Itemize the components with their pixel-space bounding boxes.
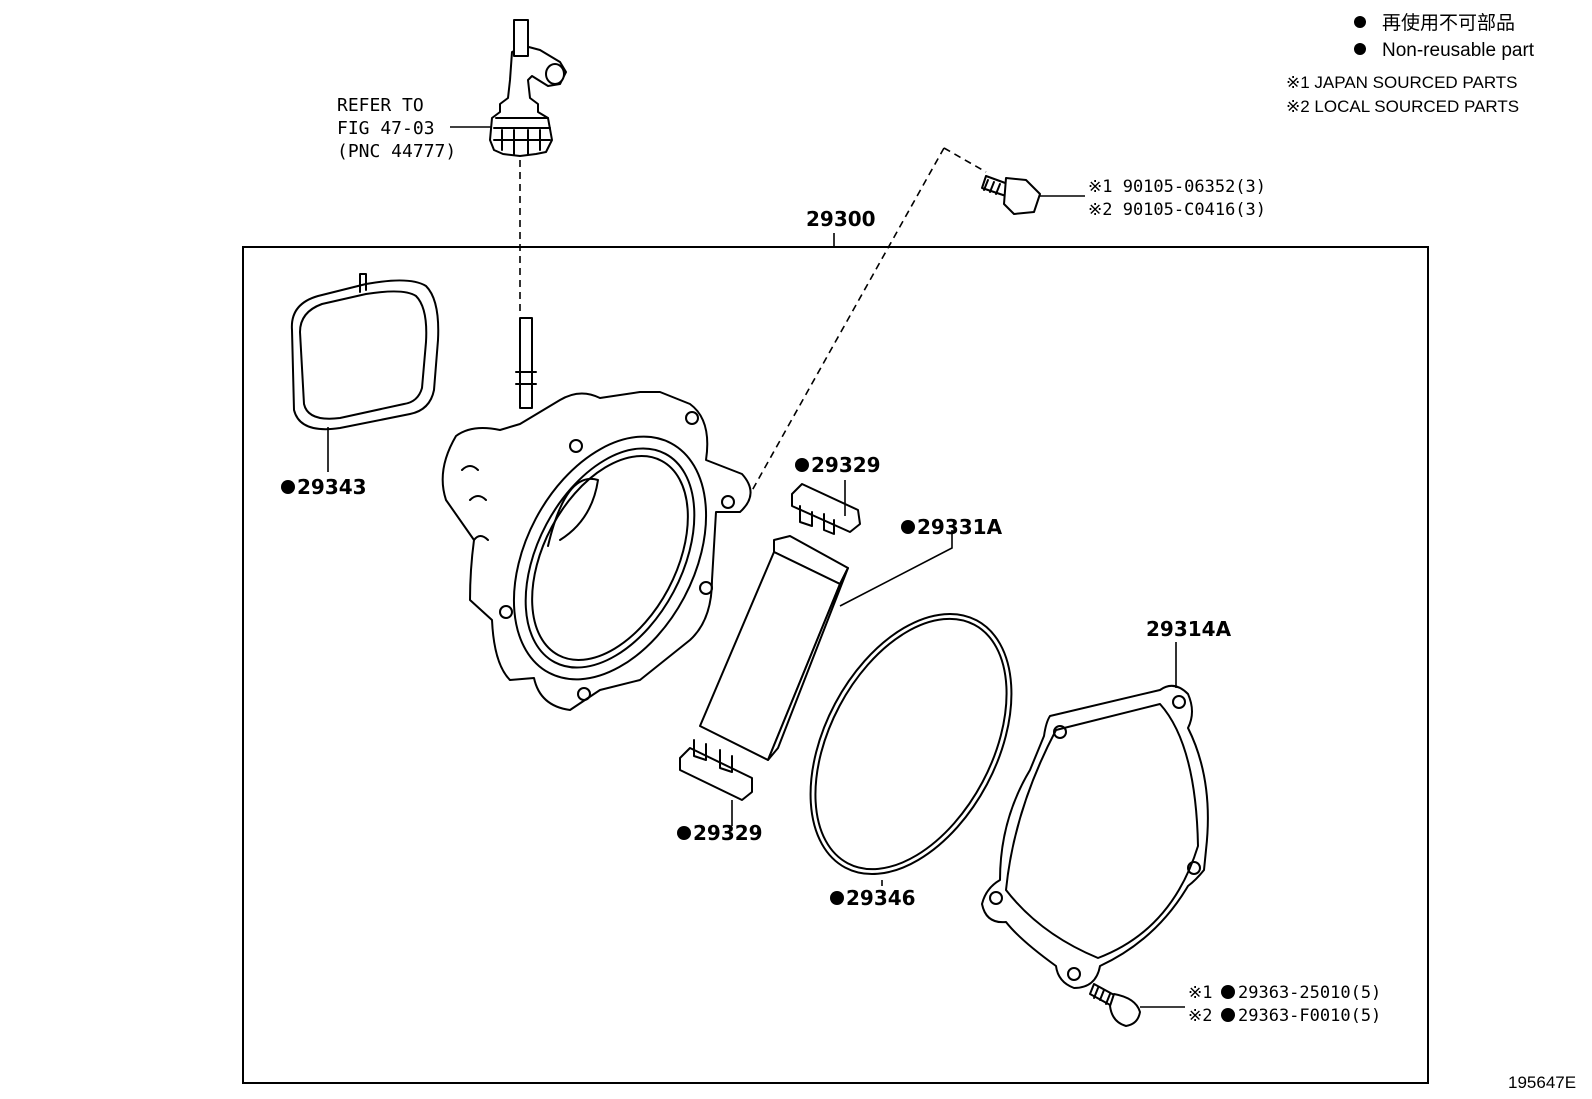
bolt-top-line1: ※1 90105-06352(3) bbox=[1088, 177, 1266, 197]
legend-bullet-icon bbox=[1354, 43, 1366, 55]
pump-cover-icon bbox=[981, 684, 1209, 989]
part-29343-label: 29343 bbox=[297, 475, 367, 499]
vane-cap-icon bbox=[791, 483, 861, 535]
bolt-bottom-part2: 29363-F0010(5) bbox=[1238, 1006, 1381, 1026]
bolt-bottom-mark1: ※1 bbox=[1188, 983, 1212, 1003]
o-ring-icon bbox=[809, 612, 1013, 876]
part-29346-label: 29346 bbox=[846, 886, 916, 910]
legend-bullet-icon bbox=[1354, 16, 1366, 28]
refer-line1: REFER TO bbox=[337, 95, 424, 116]
legend-non-reusable-en: Non-reusable part bbox=[1382, 40, 1535, 61]
part-29329-bottom-label: 29329 bbox=[693, 821, 763, 845]
vane-cap-icon bbox=[679, 739, 753, 801]
refer-line2: FIG 47-03 bbox=[337, 118, 435, 139]
part-29329-top-label: 29329 bbox=[811, 453, 881, 477]
refer-line3: (PNC 44777) bbox=[337, 141, 456, 162]
legend-note-japan: ※1 JAPAN SOURCED PARTS bbox=[1286, 73, 1518, 92]
part-29331a-label: 29331A bbox=[917, 515, 1003, 539]
bolt-bottom-mark2: ※2 bbox=[1188, 1006, 1212, 1026]
flange-bolt-icon bbox=[981, 175, 1041, 215]
gasket-icon bbox=[290, 273, 440, 431]
legend-non-reusable-jp: 再使用不可部品 bbox=[1382, 12, 1515, 34]
figure-id: 195647E bbox=[1508, 1073, 1576, 1092]
check-valve-icon bbox=[489, 19, 567, 157]
assembly-frame bbox=[242, 246, 1429, 1084]
legend-note-local: ※2 LOCAL SOURCED PARTS bbox=[1286, 97, 1519, 116]
cover-screw-icon bbox=[1089, 983, 1141, 1027]
bolt-top-line2: ※2 90105-C0416(3) bbox=[1088, 200, 1266, 220]
assembly-label: 29300 bbox=[806, 207, 876, 231]
part-29314a-label: 29314A bbox=[1146, 617, 1232, 641]
pump-housing-icon bbox=[441, 317, 752, 711]
vane-block-icon bbox=[699, 535, 849, 761]
bolt-bottom-part1: 29363-25010(5) bbox=[1238, 983, 1381, 1003]
